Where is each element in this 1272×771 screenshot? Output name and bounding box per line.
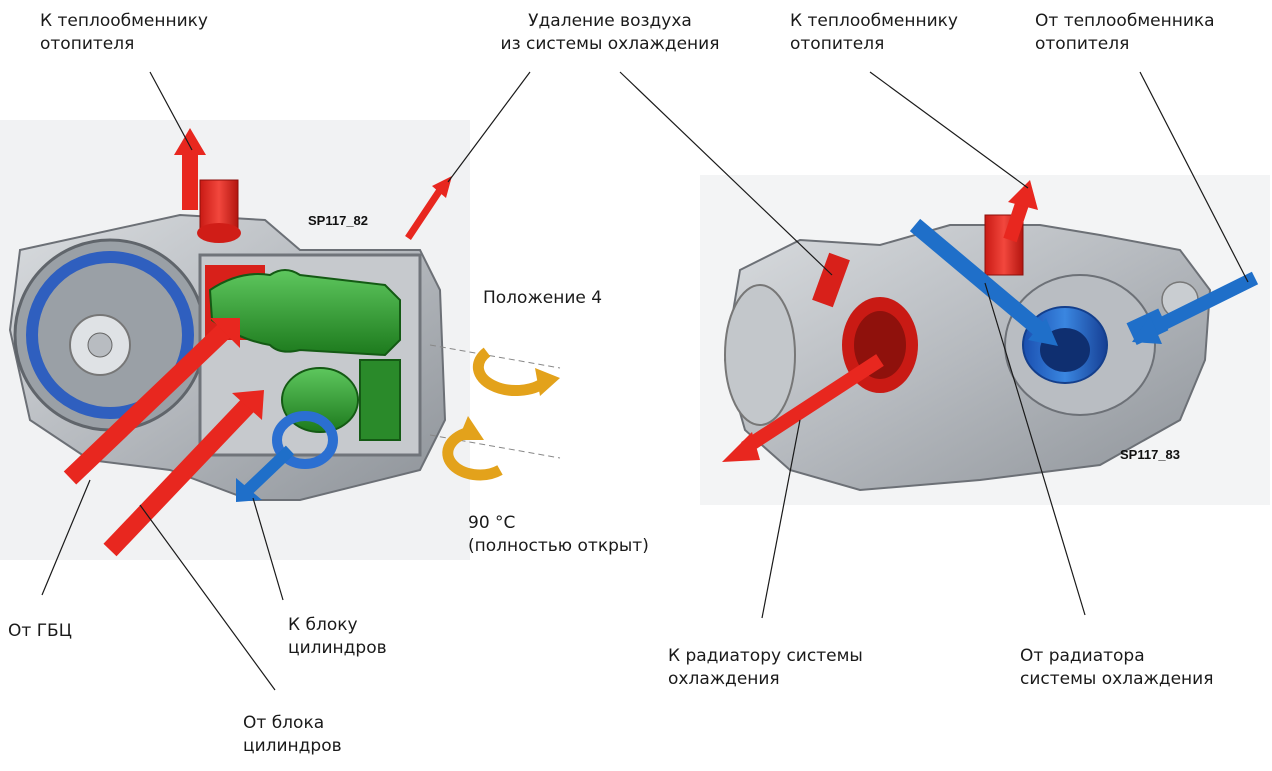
label-line: К радиатору системы xyxy=(668,645,863,668)
label-line: цилиндров xyxy=(243,735,342,758)
label-from-head: От ГБЦ xyxy=(8,620,72,643)
label-line: К блоку xyxy=(288,614,387,637)
label-to-heater-left: К теплообменнику отопителя xyxy=(40,10,208,56)
label-line: Удаление воздуха xyxy=(470,10,750,33)
label-air-removal: Удаление воздуха из системы охлаждения xyxy=(470,10,750,56)
label-line: От радиатора xyxy=(1020,645,1213,668)
label-line: К теплообменнику xyxy=(790,10,958,33)
label-from-radiator: От радиатора системы охлаждения xyxy=(1020,645,1213,691)
label-line: отопителя xyxy=(40,33,208,56)
label-line: От блока xyxy=(243,712,342,735)
label-to-heater-right: К теплообменнику отопителя xyxy=(790,10,958,56)
label-line: (полностью открыт) xyxy=(468,535,649,558)
label-from-block: От блока цилиндров xyxy=(243,712,342,758)
label-line: цилиндров xyxy=(288,637,387,660)
label-line: отопителя xyxy=(1035,33,1215,56)
label-line: охлаждения xyxy=(668,668,863,691)
label-temperature: 90 °C (полностью открыт) xyxy=(468,512,649,558)
label-line: системы охлаждения xyxy=(1020,668,1213,691)
figure-code-left: SP117_82 xyxy=(308,213,368,228)
label-line: 90 °C xyxy=(468,512,649,535)
label-line: из системы охлаждения xyxy=(470,33,750,56)
label-to-radiator: К радиатору системы охлаждения xyxy=(668,645,863,691)
label-line: отопителя xyxy=(790,33,958,56)
label-to-block: К блоку цилиндров xyxy=(288,614,387,660)
label-line: К теплообменнику xyxy=(40,10,208,33)
label-line: От теплообменника xyxy=(1035,10,1215,33)
label-position: Положение 4 xyxy=(483,287,602,310)
rotation-arrow-upper-icon xyxy=(478,352,560,396)
heater-outlet-pipe-left xyxy=(197,180,241,243)
figure-code-right: SP117_83 xyxy=(1120,447,1180,462)
label-from-heater-right: От теплообменника отопителя xyxy=(1035,10,1215,56)
